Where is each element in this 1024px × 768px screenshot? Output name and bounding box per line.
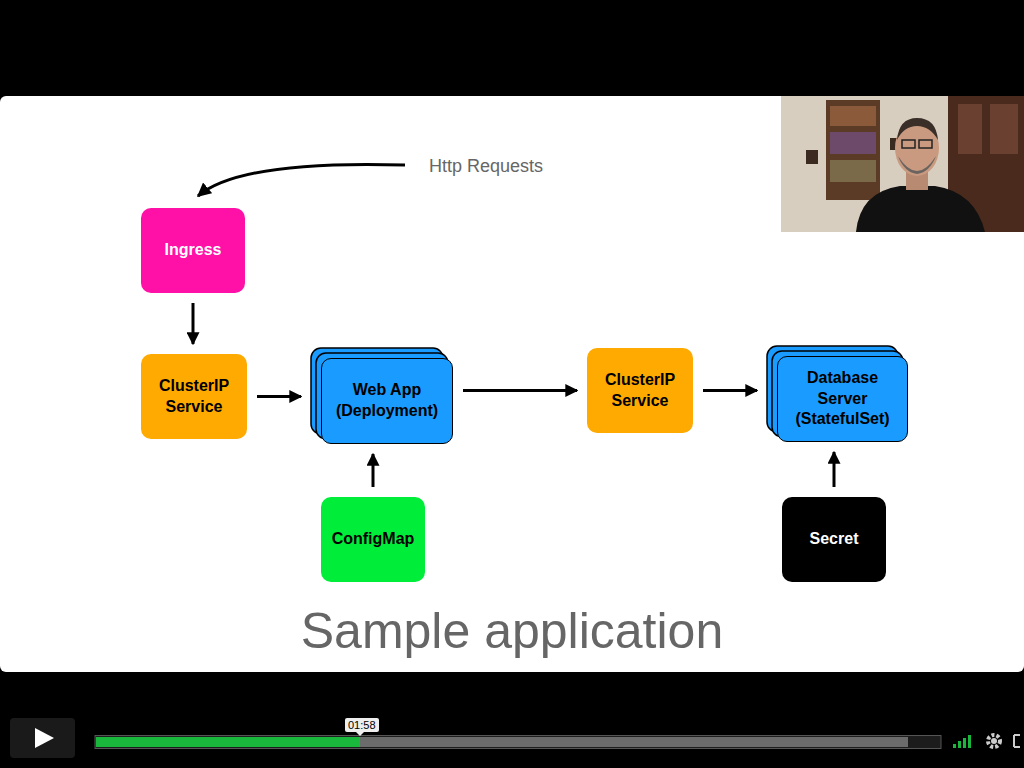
flow-arrow bbox=[703, 389, 757, 392]
bookshelf bbox=[826, 100, 880, 200]
request-arrow bbox=[198, 164, 405, 196]
node-label: Ingress bbox=[165, 240, 222, 261]
play-button bbox=[10, 718, 75, 758]
player-controls bbox=[10, 718, 1020, 758]
flow-arrow bbox=[463, 389, 577, 392]
node-label: Secret bbox=[810, 529, 859, 550]
webcam-wall bbox=[781, 96, 1024, 232]
books bbox=[830, 106, 876, 126]
request-label: Http Requests bbox=[429, 156, 543, 177]
cabinet-door bbox=[958, 104, 982, 154]
webcam-inset bbox=[781, 96, 1024, 232]
node-label: Web App (Deployment) bbox=[331, 380, 443, 422]
slide-caption: Sample application bbox=[0, 603, 1024, 661]
fullscreen-icon bbox=[1014, 735, 1020, 747]
node-label: ClusterIP Service bbox=[596, 370, 684, 412]
progress-track bbox=[95, 736, 941, 749]
cabinet-door bbox=[990, 104, 1018, 154]
slide-area bbox=[0, 96, 1024, 672]
flow-arrow bbox=[192, 303, 195, 344]
person-shirt bbox=[856, 186, 985, 232]
quality-bar bbox=[968, 735, 971, 748]
quality-bars bbox=[953, 735, 971, 748]
settings-gear bbox=[991, 738, 997, 744]
deployment-box: Web App (Deployment) bbox=[321, 358, 453, 444]
flow-arrow bbox=[833, 452, 836, 487]
play-icon bbox=[35, 728, 54, 748]
settings-gear bbox=[988, 735, 1000, 747]
tooltip-pointer bbox=[356, 732, 364, 736]
service-box: ClusterIP Service bbox=[587, 348, 693, 433]
flow-arrow bbox=[372, 454, 375, 487]
books bbox=[830, 132, 876, 154]
node-label: Database Server (StatefulSet) bbox=[787, 368, 898, 430]
quality-bar bbox=[963, 738, 966, 748]
time-tooltip: 01:58 bbox=[345, 718, 379, 732]
node-label: ClusterIP Service bbox=[150, 376, 238, 418]
node-label: ConfigMap bbox=[332, 529, 415, 550]
books bbox=[830, 160, 876, 182]
person-beard bbox=[898, 156, 936, 174]
ingress-box: Ingress bbox=[141, 208, 245, 293]
person-hair bbox=[897, 118, 938, 140]
person-glasses bbox=[902, 140, 915, 148]
service-box: ClusterIP Service bbox=[141, 354, 247, 439]
configmap-box: ConfigMap bbox=[321, 497, 425, 582]
flow-arrow bbox=[257, 395, 301, 398]
progress-played bbox=[96, 737, 360, 747]
quality-bar bbox=[953, 744, 956, 748]
secret-box: Secret bbox=[782, 497, 886, 582]
progress-buffered bbox=[96, 737, 908, 747]
picture-frame bbox=[806, 150, 818, 164]
quality-bar bbox=[958, 741, 961, 748]
person-glasses bbox=[919, 140, 932, 148]
statefulset-box: Database Server (StatefulSet) bbox=[777, 356, 908, 442]
